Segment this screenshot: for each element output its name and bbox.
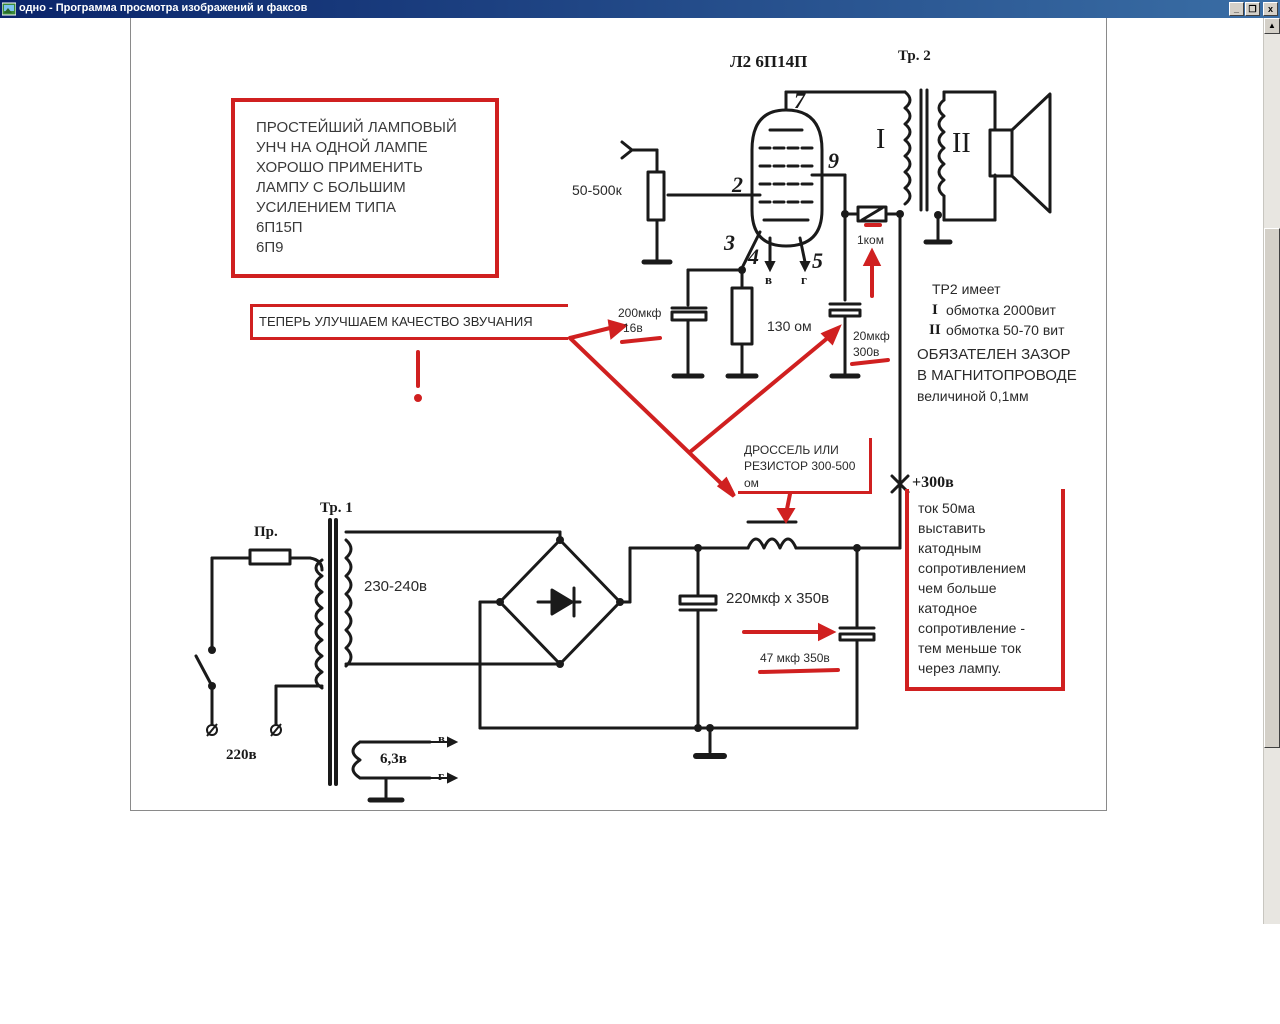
tr2-note-line-4: ОБЯЗАТЕЛЕН ЗАЗОР [917, 346, 1071, 363]
image-viewer-icon [2, 2, 16, 16]
info-line-1: ПРОСТЕЙШИЙ ЛАМПОВЫЙ [256, 119, 457, 136]
tr1-primary-coil [314, 558, 324, 690]
current-note-line: ток 50ма [918, 500, 976, 516]
info-line-2: УНЧ НА ОДНОЙ ЛАМПЕ [256, 139, 428, 156]
choke-note-line-2: РЕЗИСТОР 300-500 [744, 459, 856, 473]
choke-coil [746, 537, 798, 550]
info-line-4: ЛАМПУ С БОЛЬШИМ [256, 179, 406, 196]
improve-frame [250, 304, 568, 340]
current-note-line: катодным [918, 540, 982, 556]
fuse-label: Пр. [254, 524, 278, 540]
heater-v-label: в [438, 731, 446, 746]
improve-label: ТЕПЕРЬ УЛУЧШАЕМ КАЧЕСТВО ЗВУЧАНИЯ [259, 314, 533, 329]
cap220-label: 220мкф х 350в [726, 590, 830, 607]
pin-5-label: 5 [812, 248, 823, 273]
pin-7-label: 7 [794, 88, 805, 113]
cap20-voltage: 300в [853, 345, 880, 359]
current-note-line: сопротивление - [918, 620, 1025, 636]
tr2-note-line-5: В МАГНИТОПРОВОДЕ [917, 367, 1077, 384]
pin-4-label: 4 [748, 244, 759, 269]
info-box [231, 98, 499, 278]
heater-coil [351, 740, 362, 780]
choke-note-frame [738, 438, 872, 494]
info-line-7: 6П9 [256, 239, 284, 256]
current-note-line: выставить [918, 520, 986, 536]
image-canvas [130, 18, 1107, 811]
plus300-label: +300в [912, 474, 954, 491]
tr2-note-line-6: величиной 0,1мм [917, 388, 1029, 404]
window-title: одно - Программа просмотра изображений и… [19, 2, 308, 14]
info-line-6: 6П15П [256, 219, 303, 236]
close-button[interactable]: x [1263, 2, 1278, 16]
choke-note-line-3: ом [744, 476, 759, 490]
pin-2-label: 2 [732, 172, 743, 197]
cap200-value: 200мкф [618, 306, 662, 320]
improve-arrow-to-200uf [568, 326, 612, 340]
tr2-note-line-1: ТР2 имеет [932, 281, 1001, 297]
cap47-label: 47 мкф 350в [760, 651, 830, 665]
current-note-line: тем меньше ток [918, 640, 1022, 656]
r130-label: 130 ом [767, 318, 812, 334]
tr2-secondary-coil [937, 98, 946, 198]
tube-envelope [750, 108, 824, 248]
current-note-text: ток 50ма выставить катодным сопротивлени… [918, 498, 1026, 678]
mains-voltage-label: 220в [226, 747, 257, 763]
pot-label: 50-500к [572, 182, 622, 198]
lamp-label: Л2 6П14П [730, 52, 808, 71]
minimize-button[interactable]: _ [1229, 2, 1244, 16]
cap200-voltage: 16в [623, 321, 643, 335]
tr2-label: Тр. 2 [898, 48, 931, 64]
current-note-line: через лампу. [918, 660, 1002, 676]
speaker-magnet [988, 128, 1014, 178]
tr2-note-mark-2: II [929, 322, 941, 338]
pin-3-label: 3 [724, 230, 735, 255]
pin-v-label: в [765, 272, 773, 287]
improve-arrow-to-20uf [688, 334, 832, 454]
current-note-line: сопротивлением [918, 560, 1027, 576]
info-box-text: ПРОСТЕЙШИЙ ЛАМПОВЫЙ УНЧ НА ОДНОЙ ЛАМПЕ Х… [256, 118, 457, 258]
heater-voltage-label: 6,3в [380, 751, 407, 767]
choke-note-line-1: ДРОССЕЛЬ ИЛИ [744, 443, 839, 457]
secondary-voltage-label: 230-240в [364, 578, 428, 595]
info-line-3: ХОРОШО ПРИМЕНИТЬ [256, 159, 423, 176]
r1k-label: 1ком [857, 233, 884, 247]
speaker-cone [1010, 92, 1052, 214]
cap20-value: 20мкф [853, 329, 890, 343]
current-note-line: чем больше [918, 580, 997, 596]
current-note-box [905, 489, 1065, 691]
improve-arrow-to-choke [568, 336, 730, 492]
winding-2-label: II [952, 128, 971, 159]
info-line-5: УСИЛЕНИЕМ ТИПА [256, 199, 397, 216]
heater-g-label: г [438, 768, 444, 783]
current-note-line: катодное [918, 600, 978, 616]
pin-g-label: г [801, 272, 807, 287]
tr2-note-line-2: обмотка 2000вит [946, 302, 1056, 318]
tr2-note-line-3: обмотка 50-70 вит [946, 322, 1065, 338]
pin-9-label: 9 [828, 148, 839, 173]
tr1-secondary-coil [344, 538, 353, 668]
restore-button[interactable]: ❐ [1245, 2, 1260, 16]
tr2-primary-coil [903, 90, 912, 206]
winding-1-label: I [876, 124, 886, 155]
tr1-label: Тр. 1 [320, 500, 353, 516]
tr2-note-mark-1: I [932, 302, 938, 318]
title-bar: одно - Программа просмотра изображений и… [0, 0, 1280, 18]
